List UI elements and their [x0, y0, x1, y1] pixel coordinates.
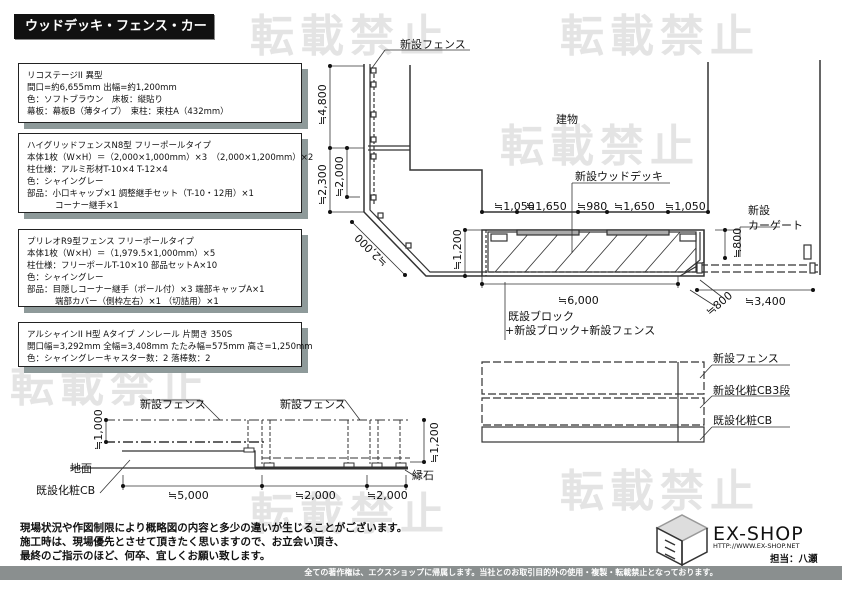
page-title: ウッドデッキ・フェンス・カーゲート	[14, 14, 214, 59]
dim-label: ≒3,400	[745, 295, 786, 308]
spec-line: リコステージII 異型	[27, 71, 103, 81]
spec-line: 部品：目隠しコーナー継手（ポール付）×3 端部キャップA×1	[27, 285, 265, 295]
plan-view	[328, 49, 821, 340]
spec-line: プリレオR9型フェンス フリーポールタイプ	[27, 237, 194, 247]
dim-label: ≒5,000	[168, 489, 209, 502]
section-view	[481, 361, 790, 443]
watermark: 転載禁止	[250, 489, 450, 540]
spec-line: 柱仕様：フリーポールT-10×10 部品セットA×10	[27, 261, 218, 271]
dim-label: ≒1,200	[451, 229, 464, 270]
dim-label: ≒2,000	[295, 489, 336, 502]
watermark: 転載禁止	[560, 11, 760, 62]
spec-line: 開口幅=3,292mm 全幅=3,408mm たたみ幅=575mm 高さ=1,2…	[27, 342, 313, 352]
label-existing-cb: 既設化粧CB	[713, 413, 772, 427]
note-line: 施工時は、現場優先とさせて頂きたく思いますので、お立会い頂き、	[20, 536, 345, 548]
brand-url: HTTP://WWW.EX-SHOP.NET	[713, 542, 800, 550]
spec-box-fence-r9: プリレオR9型フェンス フリーポールタイプ 本体1枚（W×H）＝（1,979.5…	[18, 229, 302, 307]
spec-line: 色：シャイングレー	[27, 177, 104, 187]
spec-line: 色：シャイングレー	[27, 273, 104, 283]
label-fence: 新設フェンス	[713, 351, 779, 365]
spec-line: 色：シャイングレーキャスター数：2 落棒数：2	[27, 354, 211, 364]
copyright-footer: 全ての著作権は、エクスショップに帰属します。当社とのお取引目的外の使用・複製・転…	[0, 566, 842, 580]
spec-line: ハイグリッドフェンスN8型 フリーポールタイプ	[27, 141, 211, 151]
dim-label: ≒800	[704, 289, 736, 318]
elevation-view	[70, 399, 426, 494]
section-labels: 新設フェンス 新設化粧CB3段 既設化粧CB	[713, 351, 790, 427]
spec-line: 部品：小口キャップ×1 調整継手セット（T-10・12用）×1	[27, 189, 254, 199]
dim-label: ≒2,000	[367, 489, 408, 502]
spec-line: 本体1枚（W×H）＝（1,979.5×1,000mm）×5	[27, 249, 216, 259]
note-line: 現場状況や作図制限により概略図の内容と多少の違いが生じることがございます。	[20, 522, 408, 534]
spec-box-deck: リコステージII 異型 間口=約6,655mm 出幅=約1,200mm 色：ソフ…	[18, 63, 302, 123]
label-new-cb: 新設化粧CB3段	[713, 383, 790, 397]
ex-shop-logo-icon	[655, 514, 709, 567]
dim-label: ≒1,200	[428, 422, 441, 463]
elevation-labels: 新設フェンス 新設フェンス 地面 既設化粧CB 縁石 ≒5,000 ≒2,000…	[36, 397, 441, 502]
dim-label: ≒2,000	[333, 156, 346, 197]
dim-label: ≒800	[731, 228, 744, 258]
label-curb: 縁石	[412, 468, 434, 482]
note-line: 最終のご指示のほど、何卒、宜しくお願い致します。	[20, 550, 271, 562]
label-fence: 新設フェンス	[140, 397, 206, 411]
spec-line: 本体1枚（W×H）＝（2,000×1,000mm）×3 （2,000×1,200…	[27, 153, 314, 163]
label-block: +新設ブロック+新設フェンス	[505, 323, 655, 337]
brand-name: EX-SHOP	[713, 523, 804, 545]
label-gate: 新設	[748, 203, 770, 217]
spec-line: 間口=約6,655mm 出幅=約1,200mm	[27, 83, 177, 93]
label-fence: 新設フェンス	[280, 397, 346, 411]
watermark: 転載禁止	[10, 361, 210, 412]
disclaimer-notes: 現場状況や作図制限により概略図の内容と多少の違いが生じることがございます。 施工…	[20, 521, 407, 563]
dim-label: ≒1,650	[614, 200, 655, 213]
watermark: 転載禁止	[250, 11, 450, 62]
label-gate: カーゲート	[748, 219, 803, 232]
dim-label: ≒980	[577, 200, 607, 213]
dim-label: ≒1,050	[665, 200, 706, 213]
label-ground: 地面	[70, 462, 92, 475]
dim-label: ≒1,650	[526, 200, 567, 213]
spec-line: 柱仕様：アルミ形材T-10×4 T-12×4	[27, 165, 168, 175]
watermark: 転載禁止	[500, 121, 700, 172]
staff-name: 担当：八瀬	[770, 554, 818, 565]
dim-label: ≒1,050	[494, 200, 535, 213]
spec-line: 幕板：幕板B（薄タイプ） 束柱：束柱A（432mm）	[27, 107, 229, 117]
dim-label: ≒2,300	[316, 164, 329, 205]
label-building: 建物	[556, 112, 578, 126]
label-block: 既設ブロック	[508, 309, 574, 323]
label-existing-cb: 既設化粧CB	[36, 483, 95, 497]
dim-label: ≒4,800	[316, 84, 329, 125]
dim-label: ≒6,000	[558, 294, 599, 307]
label-new-deck: 新設ウッドデッキ	[575, 169, 663, 183]
dim-label: ≒1,000	[92, 409, 105, 450]
spec-box-gate: アルシャインII H型 Aタイプ ノンレール 片開き 350S 開口幅=3,29…	[18, 322, 313, 367]
watermark: 転載禁止	[560, 466, 760, 517]
dim-label: ≒2,000	[352, 231, 390, 269]
spec-line: アルシャインII H型 Aタイプ ノンレール 片開き 350S	[27, 330, 233, 340]
plan-labels: 新設フェンス 建物 新設ウッドデッキ 新設 カーゲート 既設ブロック +新設ブロ…	[316, 37, 803, 337]
label-new-fence: 新設フェンス	[400, 37, 466, 51]
spec-line: コーナー継手×1	[55, 201, 119, 211]
spec-box-fence-n8: ハイグリッドフェンスN8型 フリーポールタイプ 本体1枚（W×H）＝（2,000…	[18, 133, 314, 213]
spec-line: 色：ソフトブラウン 床板：縦貼り	[27, 95, 164, 105]
spec-line: 端部カバー（側枠左右）×1 （切詰用）×1	[55, 297, 219, 307]
